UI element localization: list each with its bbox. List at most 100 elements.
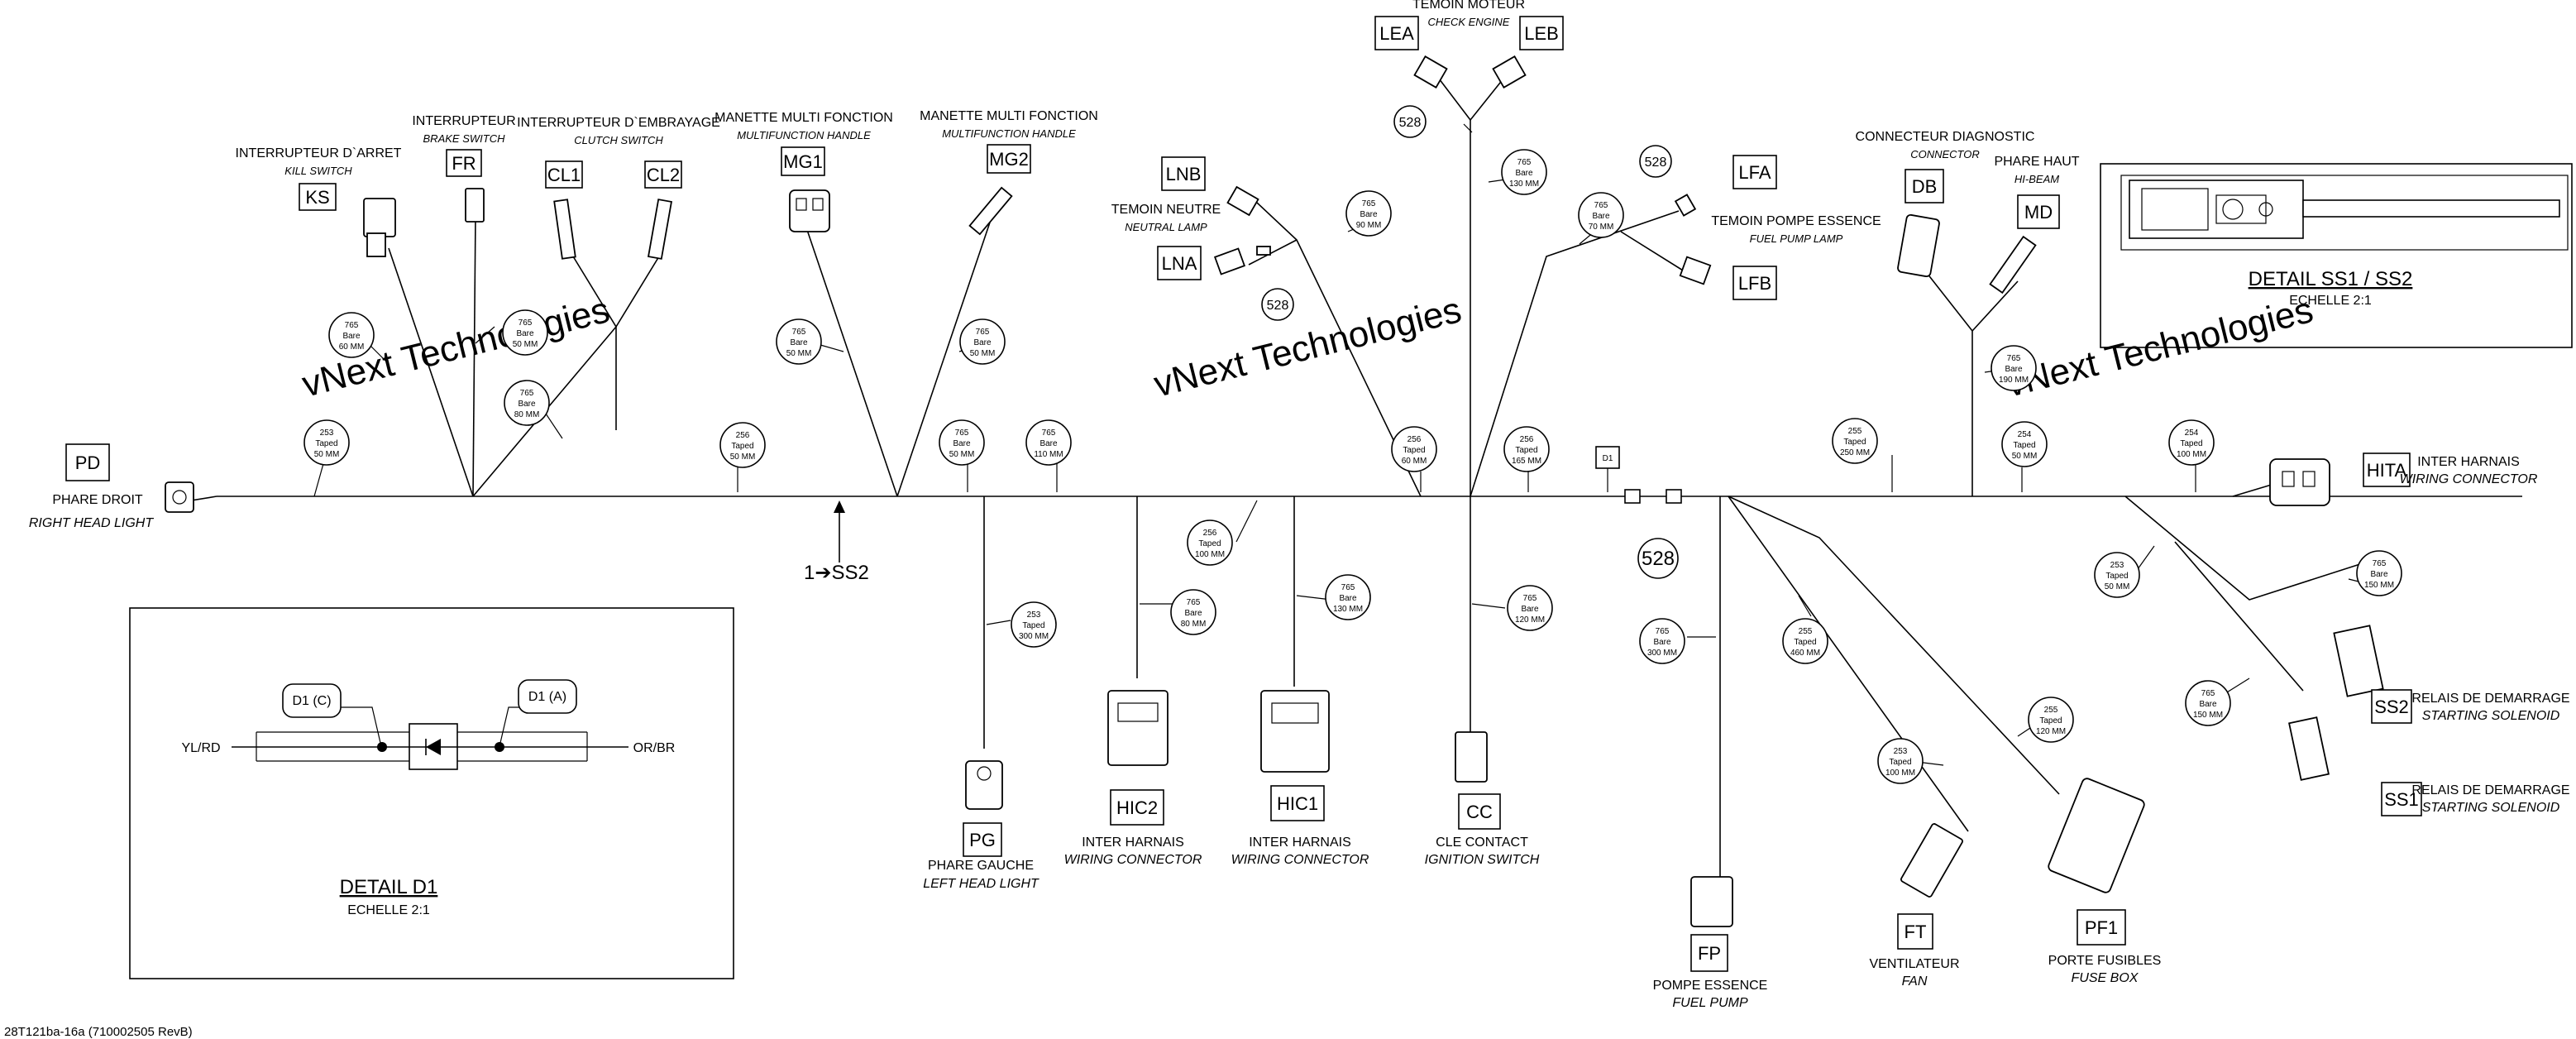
svg-text:50 MM: 50 MM (2012, 452, 2038, 461)
svg-text:Taped: Taped (1022, 621, 1044, 630)
svg-text:190 MM: 190 MM (1999, 376, 2029, 385)
diagnostic-connector (1897, 213, 1940, 278)
svg-text:765: 765 (519, 318, 533, 328)
svg-text:60 MM: 60 MM (339, 342, 365, 352)
svg-text:50 MM: 50 MM (513, 340, 538, 349)
svg-text:528: 528 (1645, 156, 1667, 170)
hita-connector (2269, 458, 2330, 506)
svg-text:Taped: Taped (2180, 439, 2202, 448)
svg-text:CLE CONTACT: CLE CONTACT (1436, 836, 1528, 850)
svg-text:Bare: Bare (2199, 700, 2217, 709)
svg-text:NEUTRAL LAMP: NEUTRAL LAMP (1125, 221, 1207, 233)
svg-text:INTERRUPTEUR D`ARRET: INTERRUPTEUR D`ARRET (236, 146, 402, 160)
watermark-2: vNext Technologies (1150, 290, 1465, 405)
view-arrow-ss2: 1➔SS2 (804, 500, 869, 584)
svg-text:TEMOIN MOTEUR: TEMOIN MOTEUR (1412, 0, 1525, 12)
svg-text:DB: DB (1912, 176, 1938, 197)
svg-text:Taped: Taped (315, 439, 337, 448)
svg-text:WIRING CONNECTOR: WIRING CONNECTOR (1064, 853, 1202, 867)
label-fr-pd: PHARE DROIT (52, 493, 143, 507)
fan-connector (1900, 823, 1963, 898)
marker-528: 528 (1393, 105, 1427, 138)
svg-text:765: 765 (1042, 429, 1056, 438)
svg-text:Bare: Bare (1521, 605, 1539, 614)
svg-text:60 MM: 60 MM (1402, 457, 1427, 466)
svg-text:50 MM: 50 MM (786, 349, 812, 358)
svg-text:INTER HARNAIS: INTER HARNAIS (2417, 455, 2520, 469)
svg-text:253: 253 (1894, 747, 1908, 756)
svg-text:FUSE BOX: FUSE BOX (2072, 971, 2139, 985)
svg-text:Bare: Bare (1653, 638, 1671, 647)
svg-text:D1: D1 (1603, 454, 1613, 463)
svg-text:255: 255 (1848, 427, 1862, 436)
svg-text:FT: FT (1905, 922, 1927, 942)
svg-text:Bare: Bare (1339, 594, 1357, 603)
hic1-connector (1260, 690, 1330, 773)
svg-text:90 MM: 90 MM (1356, 221, 1382, 230)
svg-text:FR: FR (452, 153, 476, 174)
svg-text:Bare: Bare (342, 332, 361, 341)
clutch-switch-connector-1 (553, 199, 576, 260)
svg-text:CHECK ENGINE: CHECK ENGINE (1428, 16, 1510, 28)
fuse-box-connector (2048, 778, 2145, 893)
svg-text:765: 765 (2373, 559, 2387, 568)
svg-text:PHARE GAUCHE: PHARE GAUCHE (928, 859, 1034, 873)
fuel-lamp-connector-b (1679, 256, 1712, 285)
d1-tag-c: D1 (C) (292, 694, 331, 708)
label-en-pd: RIGHT HEAD LIGHT (29, 516, 154, 530)
svg-text:FAN: FAN (1902, 974, 1928, 989)
svg-text:528: 528 (1642, 548, 1675, 570)
svg-text:Bare: Bare (973, 338, 992, 347)
svg-text:PORTE FUSIBLES: PORTE FUSIBLES (2048, 954, 2162, 968)
marker-528: 528 (1637, 538, 1679, 579)
svg-text:50 MM: 50 MM (314, 450, 340, 459)
svg-text:Bare: Bare (1592, 212, 1610, 221)
svg-text:MANETTE MULTI FONCTION: MANETTE MULTI FONCTION (714, 111, 893, 125)
svg-text:MG2: MG2 (989, 149, 1029, 170)
svg-text:CLUTCH SWITCH: CLUTCH SWITCH (574, 134, 663, 146)
svg-text:256: 256 (1203, 529, 1217, 538)
svg-text:Taped: Taped (2013, 441, 2035, 450)
svg-text:CL2: CL2 (647, 165, 680, 185)
svg-text:256: 256 (1407, 435, 1422, 444)
svg-text:STARTING SOLENOID: STARTING SOLENOID (2422, 801, 2560, 815)
svg-text:LFB: LFB (1738, 273, 1771, 294)
check-engine-connector-a (1413, 55, 1448, 89)
ss-title: DETAIL SS1 / SS2 (2249, 268, 2413, 290)
svg-text:INTERRUPTEUR D`EMBRAYAGE: INTERRUPTEUR D`EMBRAYAGE (517, 116, 720, 130)
svg-text:300 MM: 300 MM (1019, 632, 1049, 641)
d1-title: DETAIL D1 (340, 876, 438, 898)
svg-text:765: 765 (1517, 158, 1532, 167)
svg-text:765: 765 (1341, 583, 1355, 592)
neutral-lamp-connector-a (1213, 246, 1271, 275)
mg1-connector (789, 189, 830, 232)
svg-text:110 MM: 110 MM (1034, 450, 1063, 459)
svg-text:Taped: Taped (1515, 446, 1537, 455)
neutral-lamp-connector-b (1226, 185, 1259, 217)
svg-text:150 MM: 150 MM (2193, 711, 2223, 720)
svg-text:LEA: LEA (1379, 23, 1414, 44)
svg-text:Bare: Bare (953, 439, 971, 448)
marker-528: 528 (1639, 145, 1672, 178)
svg-text:HIC2: HIC2 (1116, 797, 1158, 818)
svg-text:253: 253 (2110, 561, 2124, 570)
svg-text:HI-BEAM: HI-BEAM (2014, 173, 2059, 185)
connector-shapes (165, 55, 2384, 927)
connector-labels: PD PHARE DROIT RIGHT HEAD LIGHT INTERRUP… (29, 0, 2570, 1010)
marker-528: 528 (1261, 288, 1294, 321)
svg-text:Bare: Bare (1360, 210, 1378, 219)
svg-text:255: 255 (1799, 627, 1813, 636)
svg-text:765: 765 (1187, 598, 1201, 607)
check-engine-connector-b (1492, 55, 1527, 89)
svg-text:CL1: CL1 (547, 165, 581, 185)
svg-text:765: 765 (1523, 594, 1537, 603)
svg-text:LNB: LNB (1166, 164, 1202, 184)
svg-text:FP: FP (1698, 943, 1721, 964)
d1-scale: ECHELLE 2:1 (347, 903, 430, 917)
